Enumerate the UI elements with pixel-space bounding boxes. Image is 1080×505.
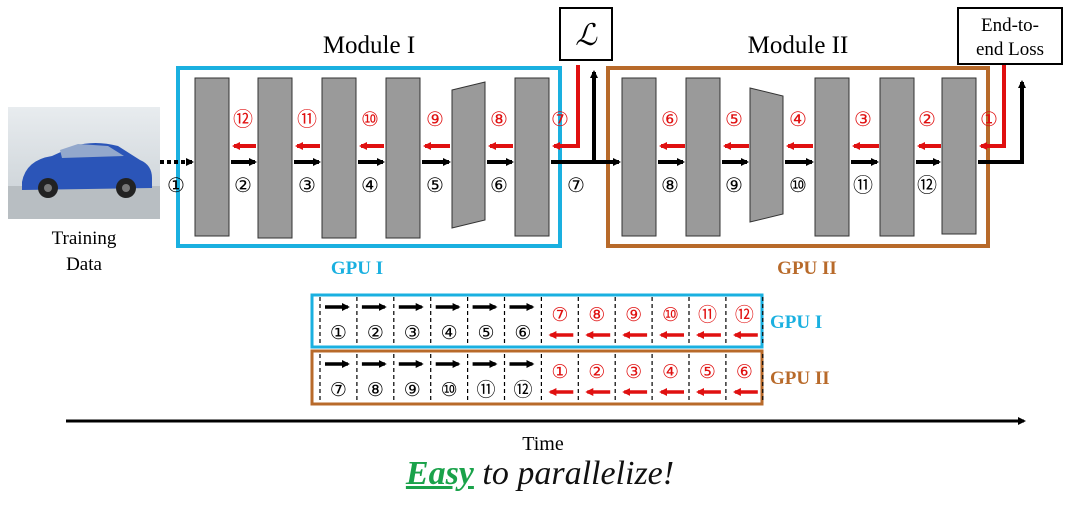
schedule-gpu2-label: GPU II (770, 368, 830, 389)
layer-6 (514, 77, 550, 237)
end-loss-box (957, 7, 1063, 65)
forward-step-6: ⑥ (490, 175, 508, 197)
backward-step-3: ③ (854, 109, 872, 131)
schedule-gpu2-backward-step: ⑥ (736, 362, 753, 383)
end-loss-label-line1: End-to- (981, 15, 1039, 36)
module-2-title: Module II (748, 32, 849, 59)
layer-7 (621, 77, 657, 237)
forward-step-8: ⑧ (661, 175, 679, 197)
gpu-1-label: GPU I (331, 258, 383, 279)
forward-step-10: ⑩ (789, 175, 807, 197)
schedule-gpu1-forward-step: ② (367, 323, 384, 344)
forward-step-11: ⑪ (853, 174, 873, 197)
layer-8 (685, 77, 721, 237)
footer-emphasis: Easy (405, 455, 474, 492)
schedule-gpu1-forward-step: ④ (441, 323, 458, 344)
time-label: Time (522, 433, 564, 455)
module-1-box (176, 66, 562, 248)
end-loss-label-line2: end Loss (976, 39, 1044, 60)
forward-step-9: ⑨ (725, 175, 743, 197)
schedule-gpu2-forward-step: ⑧ (367, 380, 384, 401)
forward-step-labels: ① ② ③ ④ ⑤ ⑥ ⑦ ⑧ ⑨ ⑩ ⑪ ⑫ (167, 174, 937, 197)
forward-arrows (160, 70, 1026, 166)
backward-step-7: ⑦ (551, 109, 569, 131)
backward-step-12: ⑫ (233, 108, 253, 131)
forward-step-5: ⑤ (426, 175, 444, 197)
backward-arrow-7 (552, 65, 580, 150)
schedule-gpu2-forward-step: ⑦ (330, 380, 347, 401)
training-data-label-line2: Data (66, 254, 102, 275)
backward-arrow-1 (979, 65, 1006, 150)
backward-step-9: ⑨ (426, 109, 444, 131)
schedule-gpu1-backward-step: ⑫ (735, 304, 754, 326)
schedule-gpu1-backward-step: ⑨ (625, 305, 642, 326)
schedule-gpu1-backward-step: ⑦ (551, 305, 568, 326)
forward-step-12: ⑫ (917, 174, 937, 197)
layer-5-trapezoid (451, 81, 486, 229)
backward-step-8: ⑧ (490, 109, 508, 131)
forward-step-3: ③ (298, 175, 316, 197)
backward-step-6: ⑥ (661, 109, 679, 131)
backward-step-5: ⑤ (725, 109, 743, 131)
schedule-gpu2-forward-step: ⑩ (441, 380, 458, 401)
footer-rest: to parallelize! (473, 455, 675, 492)
layer-10 (814, 77, 850, 237)
module-1-layers (194, 77, 550, 239)
forward-step-2: ② (234, 175, 252, 197)
forward-arrow-to-end-loss (978, 80, 1026, 164)
backward-step-11: ⑪ (297, 108, 317, 131)
forward-step-1: ① (167, 175, 185, 197)
schedule-gpu2-forward-step: ⑪ (477, 379, 496, 401)
schedule-gpu1-forward-step: ① (330, 323, 347, 344)
schedule-gpu1-backward-step: ⑩ (662, 305, 679, 326)
schedule-gpu2-backward-step: ⑤ (699, 362, 716, 383)
backward-arrows (232, 65, 1006, 150)
local-loss-symbol: ℒ (575, 19, 598, 52)
schedule-gpu2-box (310, 349, 764, 406)
gpu-2-label: GPU II (777, 258, 837, 279)
schedule-gpu1-forward-step: ③ (404, 323, 421, 344)
layer-1 (194, 77, 230, 237)
schedule-gpu1-forward-step: ⑤ (478, 323, 495, 344)
schedule-gpu2-backward-step: ③ (625, 362, 642, 383)
schedule-gpu2-backward-step: ② (588, 362, 605, 383)
training-data-label-line1: Training (52, 228, 117, 249)
schedule-gpu1-backward-step: ⑧ (588, 305, 605, 326)
backward-step-10: ⑩ (361, 109, 379, 131)
forward-step-4: ④ (361, 175, 379, 197)
schedule-gpu1-forward-step: ⑥ (514, 323, 531, 344)
schedule-gpu2-backward-step: ④ (662, 362, 679, 383)
schedule-gpu1-backward-step: ⑪ (698, 304, 717, 326)
footer-caption: Easy to parallelize! (0, 455, 1080, 493)
module-2-layers (621, 77, 977, 237)
layer-9-trapezoid (749, 87, 784, 223)
local-loss-box (559, 7, 613, 61)
backward-step-labels: ⑫ ⑪ ⑩ ⑨ ⑧ ⑦ ⑥ ⑤ ④ ③ ② ① (233, 108, 998, 131)
layer-2 (257, 77, 293, 239)
forward-step-7: ⑦ (567, 175, 585, 197)
layer-4 (385, 77, 421, 239)
backward-step-2: ② (918, 109, 936, 131)
layer-3 (321, 77, 357, 239)
layer-11 (879, 77, 915, 237)
training-image (8, 107, 160, 219)
schedule-gpu2-forward-step: ⑨ (404, 380, 421, 401)
module-2-box (606, 66, 990, 248)
layer-12 (941, 77, 977, 235)
schedule-gpu2-forward-step: ⑫ (513, 379, 532, 401)
schedule-gpu1-box (310, 293, 764, 349)
module-1-title: Module I (323, 32, 415, 59)
backward-step-4: ④ (789, 109, 807, 131)
backward-step-1: ① (980, 109, 998, 131)
schedule-gpu1-label: GPU I (770, 312, 822, 333)
schedule-gpu2-backward-step: ① (551, 362, 568, 383)
